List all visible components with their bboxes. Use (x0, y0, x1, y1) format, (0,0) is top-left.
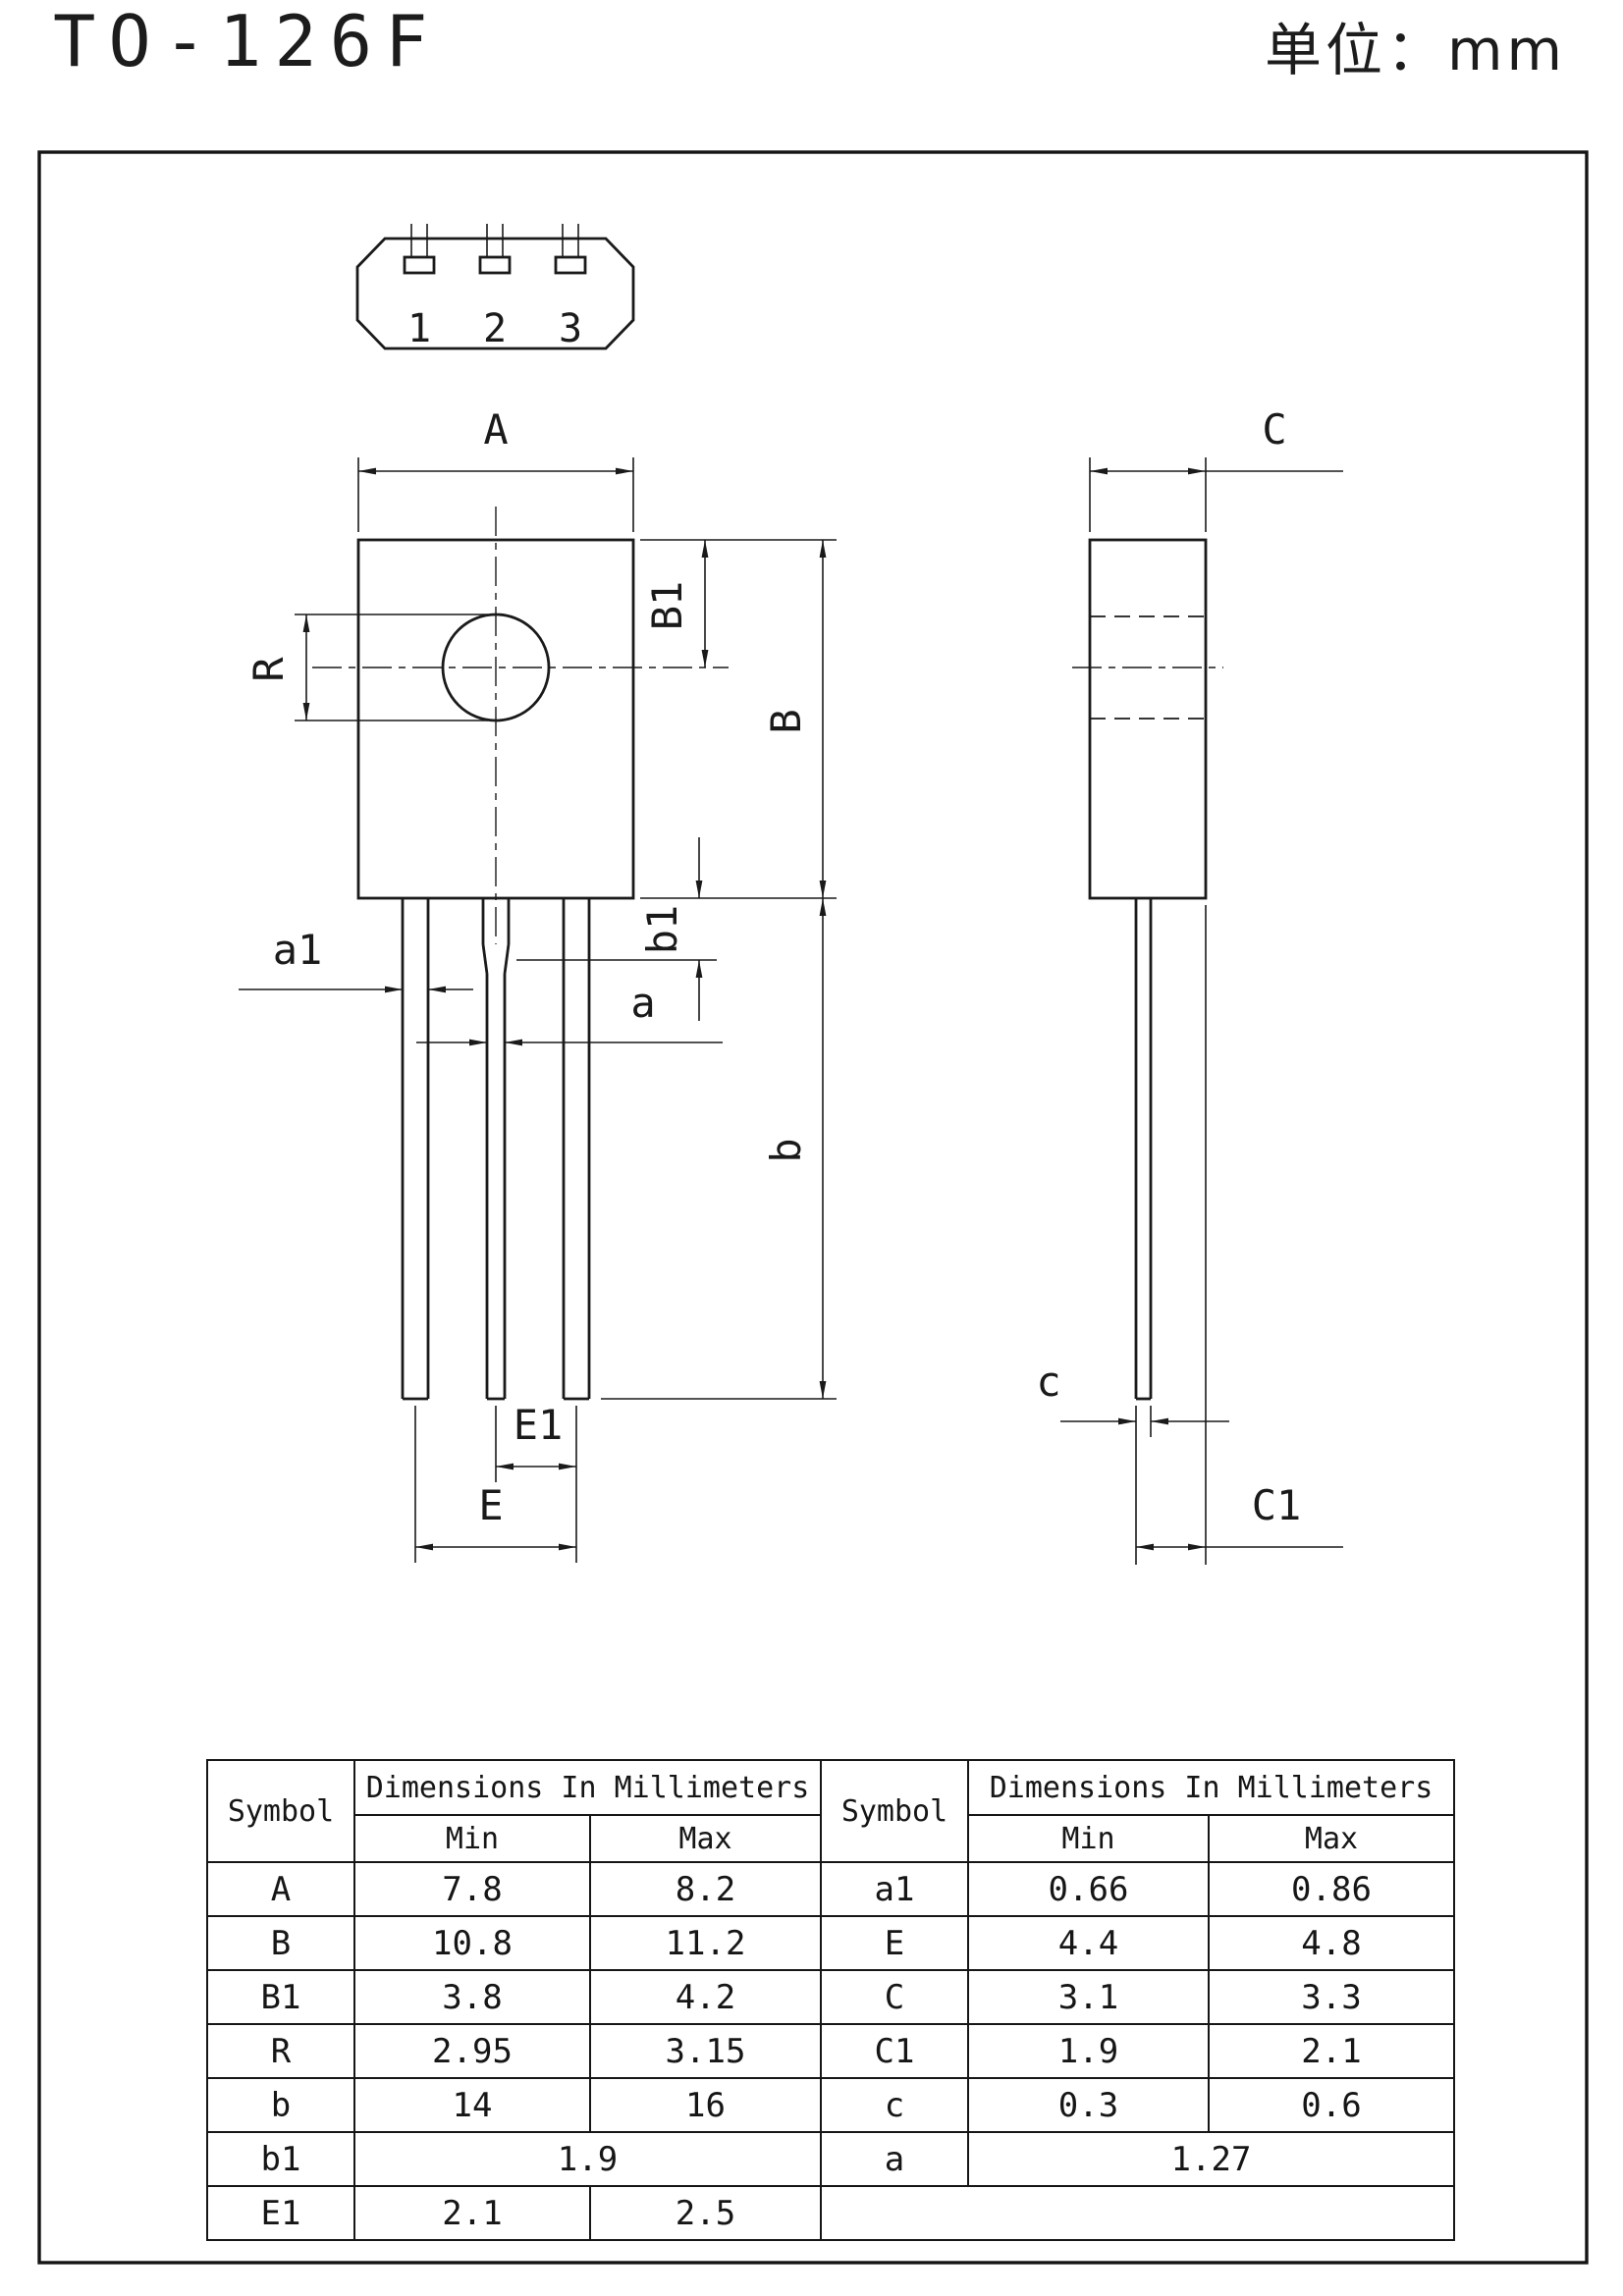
max-header: Max (1208, 1814, 1455, 1863)
pin2-cross-section (478, 255, 512, 275)
table-row: R 2.95 3.15 C1 1.9 2.1 (206, 2023, 1455, 2079)
dimensions-header: Dimensions In Millimeters (353, 1759, 822, 1816)
min-cell: 1.9 (967, 2023, 1210, 2079)
symbol-cell: a1 (820, 1861, 969, 1917)
side-view (1072, 538, 1223, 1401)
dim-label-b: b (762, 1138, 810, 1162)
drawing-frame (37, 150, 1589, 2265)
top-view: 1 2 3 (355, 224, 635, 351)
table-header-row: Symbol Dimensions In Millimeters Symbol … (206, 1759, 1455, 1863)
table-row: b 14 16 c 0.3 0.6 (206, 2077, 1455, 2133)
min-cell: 0.66 (967, 1861, 1210, 1917)
package-end-outline (355, 237, 635, 350)
max-cell: 4.2 (589, 1969, 822, 2025)
symbol-cell: c (820, 2077, 969, 2133)
max-cell: 11.2 (589, 1915, 822, 1971)
dimension-a1: a1 (239, 926, 473, 993)
page-title: TO-126F (53, 0, 441, 82)
dimension-B: B (640, 539, 837, 899)
max-cell: 0.86 (1208, 1861, 1455, 1917)
symbol-cell: C (820, 1969, 969, 2025)
value-cell: 1.9 (353, 2131, 822, 2187)
dim-label-E: E (478, 1481, 503, 1529)
pin3-label: 3 (559, 306, 582, 351)
min-cell: 3.8 (353, 1969, 591, 2025)
dim-label-C1: C1 (1252, 1481, 1302, 1529)
min-cell: 2.1 (353, 2185, 591, 2241)
front-view (312, 507, 729, 1401)
dim-label-c: c (1036, 1358, 1060, 1406)
dimension-b: b (601, 898, 837, 1400)
max-cell: 2.1 (1208, 2023, 1455, 2079)
table-row: b1 1.9 a 1.27 (206, 2131, 1455, 2187)
min-header: Min (967, 1814, 1210, 1863)
dimension-E1: E1 (495, 1401, 577, 1563)
min-cell: 0.3 (967, 2077, 1210, 2133)
min-cell: 3.1 (967, 1969, 1210, 2025)
dim-label-C: C (1262, 405, 1286, 454)
dimension-b1: b1 (516, 837, 717, 1021)
min-cell: 14 (353, 2077, 591, 2133)
max-cell: 3.3 (1208, 1969, 1455, 2025)
symbol-cell: a (820, 2131, 969, 2187)
table-row: B 10.8 11.2 E 4.4 4.8 (206, 1915, 1455, 1971)
table-row: E1 2.1 2.5 (206, 2185, 1455, 2241)
symbol-cell: B1 (206, 1969, 355, 2025)
dimension-E: E (414, 1406, 576, 1563)
pin2-label: 2 (483, 306, 507, 351)
lead2-crimp (503, 943, 511, 975)
dim-label-b1: b1 (638, 905, 686, 955)
dimension-C1: C1 (1136, 905, 1343, 1565)
lead2-crimp (481, 943, 489, 975)
symbol-cell: E (820, 1915, 969, 1971)
dim-label-R: R (244, 657, 293, 682)
dimension-C: C (1089, 405, 1343, 532)
dimension-A: A (357, 405, 634, 532)
pin3-cross-section (554, 255, 587, 275)
symbol-cell: A (206, 1861, 355, 1917)
max-cell: 0.6 (1208, 2077, 1455, 2133)
symbol-header: Symbol (206, 1759, 355, 1863)
dim-label-a: a (630, 979, 655, 1027)
min-cell: 2.95 (353, 2023, 591, 2079)
dimension-R: R (244, 614, 488, 721)
dim-label-E1: E1 (514, 1401, 564, 1449)
dim-label-B: B (762, 709, 810, 733)
table-row: B1 3.8 4.2 C 3.1 3.3 (206, 1969, 1455, 2025)
dim-label-B1: B1 (643, 581, 691, 631)
pin1-cross-section (403, 255, 436, 275)
value-cell: 1.27 (967, 2131, 1455, 2187)
symbol-header: Symbol (820, 1759, 969, 1863)
dimension-a: a (416, 979, 723, 1046)
max-cell: 3.15 (589, 2023, 822, 2079)
empty-cell (820, 2185, 1455, 2241)
table-subheader-row: Min Max Min Max (207, 1814, 1455, 1863)
max-cell: 8.2 (589, 1861, 822, 1917)
symbol-cell: C1 (820, 2023, 969, 2079)
symbol-cell: B (206, 1915, 355, 1971)
max-cell: 16 (589, 2077, 822, 2133)
table-row: A 7.8 8.2 a1 0.66 0.86 (206, 1861, 1455, 1917)
dimensions-table: Symbol Dimensions In Millimeters Symbol … (206, 1759, 1455, 2241)
max-cell: 2.5 (589, 2185, 822, 2241)
dimension-c: c (1036, 1358, 1229, 1565)
max-header: Max (589, 1814, 822, 1863)
unit-label: 单位：mm (1265, 17, 1566, 83)
dimensions-header: Dimensions In Millimeters (967, 1759, 1455, 1816)
symbol-cell: b (206, 2077, 355, 2133)
min-header: Min (353, 1814, 591, 1863)
dim-label-a1: a1 (273, 926, 323, 974)
min-cell: 4.4 (967, 1915, 1210, 1971)
dimension-B1: B1 (643, 540, 709, 667)
symbol-cell: E1 (206, 2185, 355, 2241)
symbol-cell: b1 (206, 2131, 355, 2187)
min-cell: 7.8 (353, 1861, 591, 1917)
symbol-cell: R (206, 2023, 355, 2079)
pin1-label: 1 (407, 306, 431, 351)
dim-label-A: A (483, 405, 508, 454)
min-cell: 10.8 (353, 1915, 591, 1971)
max-cell: 4.8 (1208, 1915, 1455, 1971)
